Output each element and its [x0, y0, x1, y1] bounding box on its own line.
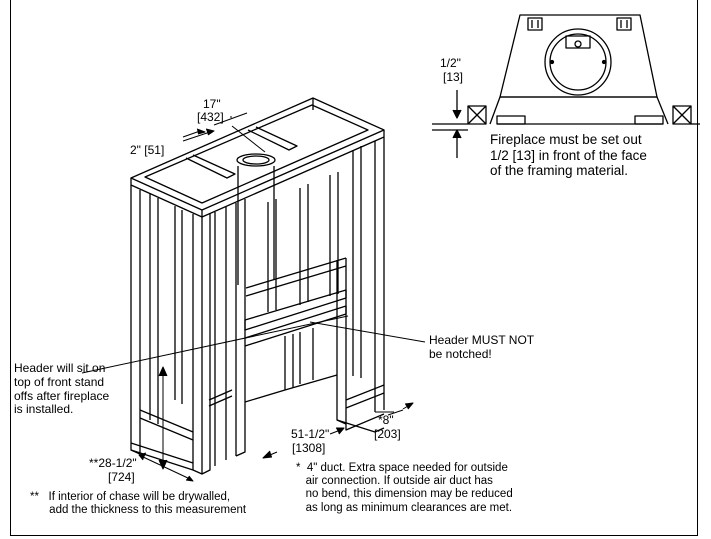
half-inch-label: 1/2"	[440, 56, 461, 70]
stud-2in-label: 2" [51]	[130, 143, 165, 157]
header-not-notched-note: Header MUST NOT be notched!	[429, 333, 535, 361]
header-sit-note: Header will sit on top of front stand of…	[14, 361, 110, 417]
half-inch-mm-label: [13]	[443, 70, 464, 84]
drawing-frame	[10, 0, 698, 536]
duct-footnote: * 4" duct. Extra space needed for outsid…	[296, 462, 513, 514]
fireplace-top-view	[432, 14, 700, 158]
chase-framing	[130, 97, 385, 475]
height-724-label: [724]	[108, 470, 135, 484]
height-28-label: **28-1/2"	[89, 456, 137, 470]
width-432-label: [432]	[197, 110, 224, 124]
depth-203-label: [203]	[374, 427, 401, 441]
drywall-footnote: ** If interior of chase will be drywalle…	[30, 491, 247, 517]
set-out-note: Fireplace must be set out 1/2 [13] in fr…	[490, 132, 647, 179]
width-17-label: 17"	[203, 97, 221, 111]
dimension-lines	[81, 112, 426, 482]
depth-8in-label: *8"	[378, 413, 394, 427]
width-1308-label: [1308]	[292, 441, 326, 455]
width-51-label: 51-1/2"	[291, 427, 330, 441]
